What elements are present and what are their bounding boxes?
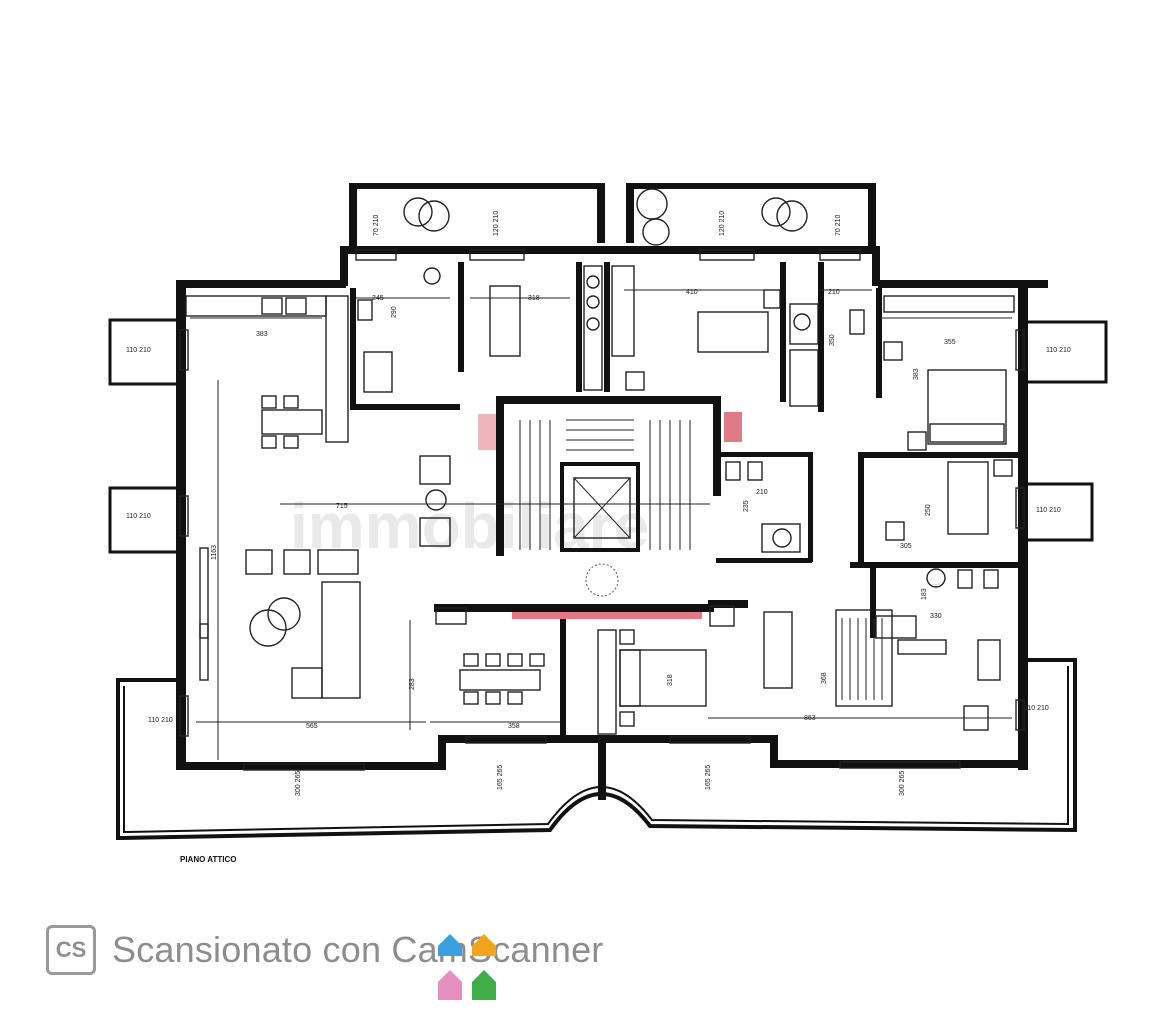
dimension-labels: 70 210 120 210 120 210 70 210 110 210 11…	[126, 211, 1071, 796]
svg-text:350: 350	[829, 334, 836, 346]
svg-text:290: 290	[391, 306, 398, 318]
svg-text:210: 210	[828, 289, 840, 296]
windows	[179, 249, 1025, 771]
side-balconies	[108, 318, 1108, 554]
svg-text:305: 305	[900, 543, 912, 550]
house-logo-icon	[438, 934, 496, 1000]
svg-text:383: 383	[913, 368, 920, 380]
svg-text:110 210: 110 210	[148, 717, 173, 724]
svg-text:183: 183	[921, 588, 928, 600]
top-terrace-right	[626, 183, 876, 248]
svg-text:358: 358	[508, 723, 520, 730]
interior-walls	[350, 262, 1025, 739]
svg-text:110 210: 110 210	[1036, 507, 1061, 514]
dimension-lines	[190, 289, 1012, 760]
camscanner-logo: CS	[46, 925, 96, 975]
svg-text:70 210: 70 210	[373, 214, 380, 236]
svg-text:120 210: 120 210	[719, 211, 726, 236]
svg-text:120 210: 120 210	[493, 211, 500, 236]
svg-text:165 265: 165 265	[705, 765, 712, 790]
svg-text:110 210: 110 210	[1024, 705, 1049, 712]
svg-text:283: 283	[409, 678, 416, 690]
svg-text:863: 863	[804, 715, 816, 722]
svg-text:110 210: 110 210	[1046, 347, 1071, 354]
svg-text:210: 210	[756, 489, 768, 496]
svg-text:300 265: 300 265	[295, 771, 302, 796]
svg-text:165 265: 165 265	[497, 765, 504, 790]
bottom-terrace	[116, 658, 1077, 841]
svg-text:715: 715	[336, 503, 348, 510]
svg-text:245: 245	[372, 295, 384, 302]
outer-walls	[176, 246, 1048, 770]
svg-text:355: 355	[944, 339, 956, 346]
svg-text:565: 565	[306, 723, 318, 730]
red-accents	[478, 412, 742, 619]
svg-text:368: 368	[821, 672, 828, 684]
svg-text:410: 410	[686, 289, 698, 296]
svg-text:235: 235	[743, 500, 750, 512]
svg-text:110 210: 110 210	[126, 347, 151, 354]
terrace-plants	[403, 188, 808, 246]
svg-text:1163: 1163	[211, 545, 218, 560]
svg-text:330: 330	[930, 613, 942, 620]
floor-label: PIANO ATTICO	[180, 855, 236, 864]
scanner-footer: CS Scansionato con CamScanner	[46, 922, 746, 978]
svg-text:70 210: 70 210	[835, 214, 842, 236]
svg-text:300 265: 300 265	[899, 771, 906, 796]
top-terrace-left	[349, 183, 605, 248]
svg-text:318: 318	[667, 674, 674, 686]
svg-text:250: 250	[925, 504, 932, 516]
svg-text:383: 383	[256, 331, 268, 338]
staircase	[519, 419, 691, 597]
furniture	[185, 265, 1015, 735]
svg-text:318: 318	[528, 295, 540, 302]
scanner-caption: Scansionato con CamScanner	[112, 929, 604, 970]
svg-text:110 210: 110 210	[126, 513, 151, 520]
